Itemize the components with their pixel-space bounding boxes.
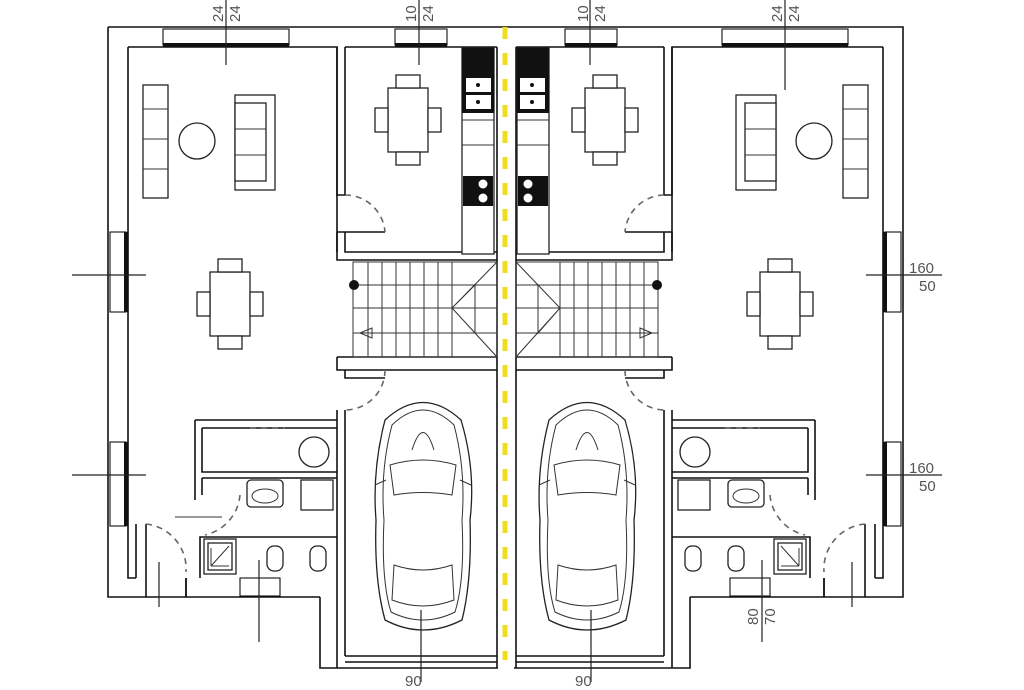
dim-label: 24 — [592, 5, 609, 22]
door-swings — [145, 194, 866, 573]
dining-table-living-right — [746, 258, 814, 350]
bathroom-fixtures-left — [175, 436, 334, 575]
stairs-right — [515, 261, 662, 358]
car-left — [374, 401, 473, 631]
interior-walls — [135, 47, 876, 668]
dim-label: 24 — [769, 5, 786, 22]
dim-label: 160 — [909, 260, 935, 277]
dim-label: 24 — [210, 5, 227, 22]
bathroom-fixtures-right — [677, 436, 807, 575]
stairs-left — [349, 261, 498, 358]
dim-label: 24 — [786, 5, 803, 22]
living-furniture-right — [735, 84, 869, 199]
dining-table-living-left — [196, 258, 264, 350]
dim-label: 50 — [919, 278, 936, 295]
dim-label: 160 — [909, 460, 935, 477]
dim-label: 50 — [919, 478, 936, 495]
kitchen-counter-right — [516, 47, 550, 255]
dim-label: 24 — [227, 5, 244, 22]
dim-label: 10 — [575, 5, 592, 22]
dim-label: 70 — [762, 608, 779, 625]
dimension-lines — [72, 0, 942, 682]
living-furniture-left — [142, 84, 276, 199]
dim-label: 10 — [403, 5, 420, 22]
dim-label: 24 — [420, 5, 437, 22]
dim-label: 80 — [745, 608, 762, 625]
dining-table-kitchen-right — [571, 74, 639, 166]
dining-table-kitchen-left — [374, 74, 442, 166]
car-right — [538, 401, 637, 631]
kitchen-counter-left — [461, 47, 495, 255]
